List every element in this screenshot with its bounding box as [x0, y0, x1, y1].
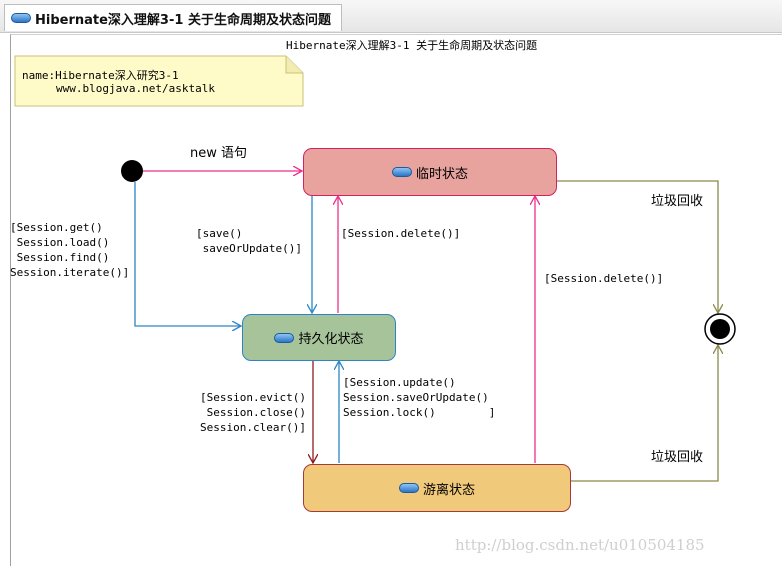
initial-state: [121, 160, 143, 182]
state-transient-label: 临时状态: [415, 166, 468, 182]
arrow-get-load: [134, 182, 241, 326]
diagram-icon: [11, 13, 31, 23]
label-evict: [Session.evict() Session.close() Session…: [200, 391, 306, 434]
arrow-gc-bottom: [570, 345, 718, 482]
diagram-tab[interactable]: Hibernate深入理解3-1 关于生命周期及状态问题: [4, 4, 342, 31]
label-delete-from-detached: [Session.delete()]: [544, 272, 664, 285]
state-transient[interactable]: 临时状态: [303, 148, 557, 196]
tab-title: Hibernate深入理解3-1 关于生命周期及状态问题: [35, 12, 331, 28]
label-new: new 语句: [190, 146, 248, 161]
arrow-gc-top: [556, 180, 718, 313]
state-persistent[interactable]: 持久化状态: [242, 314, 396, 361]
diagram-canvas: [10, 34, 782, 566]
note-box: [14, 55, 304, 107]
title-bar: Hibernate深入理解3-1 关于生命周期及状态问题: [0, 0, 782, 33]
diagram-title: Hibernate深入理解3-1 关于生命周期及状态问题: [286, 39, 538, 52]
watermark: http://blog.csdn.net/u010504185: [455, 536, 705, 554]
state-detached-label: 游离状态: [422, 482, 475, 498]
state-persistent-label: 持久化状态: [298, 332, 364, 347]
state-detached[interactable]: 游离状态: [303, 464, 571, 512]
state-icon: [274, 332, 295, 343]
label-gc-top: 垃圾回收: [651, 194, 704, 209]
label-save: [save() saveOrUpdate()]: [196, 227, 302, 255]
note-line-1: name:Hibernate深入研究3-1: [22, 69, 179, 82]
label-delete-to-transient: [Session.delete()]: [341, 227, 461, 240]
label-update: [Session.update() Session.saveOrUpdate()…: [343, 376, 496, 419]
state-icon: [398, 483, 419, 493]
label-gc-bottom: 垃圾回收: [651, 450, 704, 465]
state-icon: [391, 167, 412, 177]
note-line-2: www.blogjava.net/asktalk: [56, 82, 215, 95]
label-session-get-load: [Session.get() Session.load() Session.fi…: [10, 221, 130, 279]
